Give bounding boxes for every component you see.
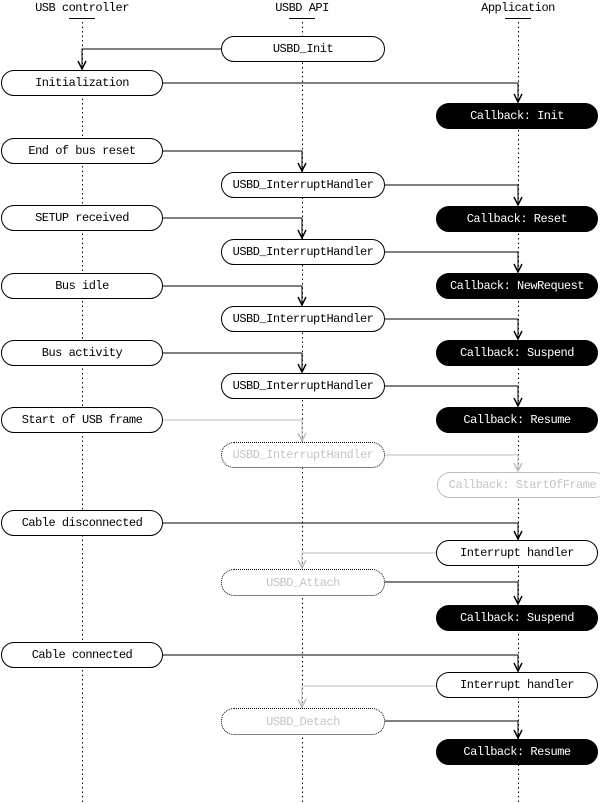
- node-bus-idle: Bus idle: [1, 273, 163, 299]
- node-interrupt-handler-2: Interrupt handler: [436, 672, 598, 698]
- node-start-of-usb-frame: Start of USB frame: [1, 407, 163, 433]
- node-callback-newrequest: Callback: NewRequest: [436, 273, 598, 299]
- node-cable-connected: Cable connected: [1, 642, 163, 668]
- node-callback-startofframe: Callback: StartOfFrame: [437, 472, 600, 498]
- node-initialization: Initialization: [1, 70, 163, 96]
- node-cable-disconnected: Cable disconnected: [1, 510, 163, 536]
- node-callback-suspend-1: Callback: Suspend: [436, 340, 598, 366]
- lifeline-underline: [289, 18, 315, 19]
- node-usbd-interrupthandler-1: USBD_InterruptHandler: [221, 172, 385, 198]
- node-end-of-bus-reset: End of bus reset: [1, 138, 163, 164]
- node-usbd-init: USBD_Init: [221, 36, 385, 62]
- lifeline-underline: [505, 18, 531, 19]
- node-callback-suspend-2: Callback: Suspend: [436, 605, 598, 631]
- node-callback-reset: Callback: Reset: [436, 206, 598, 232]
- lifeline-label-usb-controller: USB controller: [35, 1, 129, 15]
- node-setup-received: SETUP received: [1, 205, 163, 231]
- node-usbd-interrupthandler-2: USBD_InterruptHandler: [221, 239, 385, 265]
- node-interrupt-handler-1: Interrupt handler: [436, 540, 598, 566]
- node-callback-resume-1: Callback: Resume: [436, 407, 598, 433]
- node-usbd-interrupthandler-3: USBD_InterruptHandler: [221, 306, 385, 332]
- node-usbd-detach: USBD_Detach: [221, 708, 385, 735]
- node-bus-activity: Bus activity: [1, 340, 163, 366]
- node-usbd-attach: USBD_Attach: [221, 569, 385, 596]
- node-usbd-interrupthandler-5: USBD_InterruptHandler: [221, 442, 385, 468]
- node-callback-init: Callback: Init: [436, 103, 598, 129]
- lifeline-underline: [69, 18, 95, 19]
- node-usbd-interrupthandler-4: USBD_InterruptHandler: [221, 373, 385, 399]
- lifeline-label-application: Application: [481, 1, 555, 15]
- lifeline-label-usbd-api: USBD API: [275, 1, 329, 15]
- node-callback-resume-2: Callback: Resume: [436, 739, 598, 765]
